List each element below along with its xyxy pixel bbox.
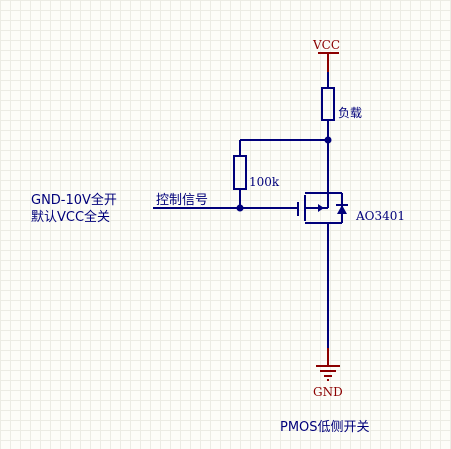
r100k-value-label: 100k: [249, 175, 280, 189]
gnd-label: GND: [313, 385, 343, 399]
junction-gate: [236, 204, 244, 212]
note-line-2: 默认VCC全关: [31, 209, 110, 225]
pmos-arrow-icon: [318, 204, 324, 212]
load-resistor[interactable]: 负载: [321, 72, 362, 140]
vcc-label: VCC: [312, 38, 340, 52]
vcc-power-port[interactable]: VCC: [312, 38, 340, 72]
pullup-resistor-100k[interactable]: 100k: [233, 140, 280, 208]
body-diode-icon: [337, 205, 347, 214]
load-resistor-body: [321, 87, 335, 121]
control-signal-label: 控制信号: [156, 193, 208, 208]
pmos-part-label: AO3401: [355, 209, 405, 223]
load-label: 负载: [338, 106, 362, 120]
control-signal-net[interactable]: 控制信号: [153, 193, 298, 212]
r100k-body: [233, 155, 247, 190]
pmos-transistor-ao3401[interactable]: AO3401: [297, 192, 405, 224]
caption: PMOS低侧开关: [280, 420, 370, 435]
gnd-power-port[interactable]: GND: [313, 348, 343, 399]
note-line-1: GND-10V全开: [31, 192, 117, 208]
